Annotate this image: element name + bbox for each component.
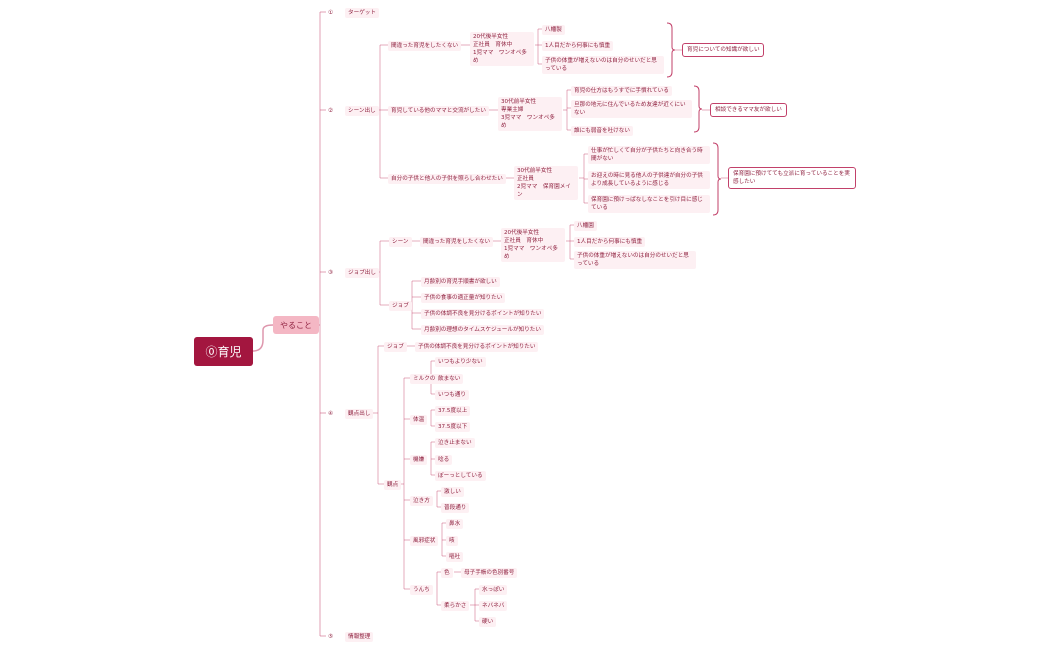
vp-temp-item-1[interactable]: 37.5度以上 (435, 406, 471, 416)
scene-1-item-2[interactable]: 1人目だから何事にも慎重 (542, 41, 614, 51)
jobs-item-2[interactable]: 子供の食事の適正量が知りたい (421, 293, 506, 303)
scene-1-node[interactable]: 間違った育児をしたくない (388, 41, 462, 51)
jobs-item-4[interactable]: 月齢別の理想のタイムスケジュールが知りたい (421, 325, 544, 335)
scene-3-item-1[interactable]: 仕事が忙しくて自分が子供たちと向き合う時間がない (588, 146, 710, 164)
section-1-number: ① (328, 10, 334, 16)
bracket (666, 22, 676, 78)
scene-3-item-2[interactable]: お迎えの時に見る他人の子供達が自分の子供より成長しているように感じる (588, 171, 710, 189)
section-2-number: ② (328, 108, 334, 114)
vp-milk-item-3[interactable]: いつも通り (435, 390, 469, 400)
vp-unchi-soft-item-1[interactable]: 水っぽい (479, 585, 508, 595)
vp-cold-item-2[interactable]: 咳 (446, 536, 458, 546)
vp-cry-item-2[interactable]: 普段通り (441, 503, 470, 513)
section-5-number: ⑤ (328, 634, 334, 640)
vp-mood-item-2[interactable]: 唸る (435, 455, 453, 465)
scene-3-node[interactable]: 自分の子供と他人の子供を照らし合わせたい (388, 174, 506, 184)
scene-2-item-1[interactable]: 育児の仕方はもうすでに手慣れている (571, 86, 672, 96)
vp-group-temp[interactable]: 体温 (410, 415, 428, 425)
vp-unchi-soft-item-3[interactable]: 硬い (479, 617, 497, 627)
vp-mood-item-3[interactable]: ぼーっとしている (435, 471, 486, 481)
vp-cry-item-1[interactable]: 激しい (441, 487, 464, 497)
section-5-node[interactable]: 情報整理 (345, 632, 374, 642)
scene-1-item-3[interactable]: 子供の体重が増えないのは自分のせいだと思っている (542, 56, 664, 74)
scene-2-node[interactable]: 育児している他のママと交流がしたい (388, 106, 489, 116)
main-topic-node[interactable]: やること (273, 316, 319, 334)
connector (252, 324, 274, 352)
vp-group-cold[interactable]: 風邪症状 (410, 536, 439, 546)
scene-3-item-3[interactable]: 保育園に預けっぱなしなことを引け目に感じている (588, 195, 710, 213)
job-item-2[interactable]: 1人目だから何事にも慎重 (574, 237, 646, 247)
vp-group-cry[interactable]: 泣き方 (410, 496, 433, 506)
vp-unchi-color[interactable]: 色 (441, 568, 453, 578)
bracket (693, 85, 703, 133)
vp-unchi-soft[interactable]: 柔らかさ (441, 601, 470, 611)
section-4-node[interactable]: 観点出し (345, 409, 374, 419)
jobs-item-1[interactable]: 月齢別の育児手順書が欲しい (421, 277, 500, 287)
vp-milk-item-2[interactable]: 飲まない (435, 374, 464, 384)
scene-2-item-3[interactable]: 誰にも弱音を吐けない (571, 126, 633, 136)
section-3-node[interactable]: ジョブ出し (345, 268, 379, 278)
scene-3-need[interactable]: 保育園に預けてても立派に育っていることを実感したい (728, 167, 856, 189)
section-1-node[interactable]: ターゲット (345, 8, 379, 18)
scene-2-need[interactable]: 相談できるママ友が欲しい (710, 103, 787, 117)
vp-cold-item-1[interactable]: 鼻水 (446, 519, 464, 529)
scene-2-item-2[interactable]: 旦那の地元に住んでいるため友達が近くにいない (571, 100, 692, 118)
vp-group-mood[interactable]: 機嫌 (410, 455, 428, 465)
scene-1-need[interactable]: 育児についての知識が欲しい (682, 43, 764, 57)
job-item-3[interactable]: 子供の体重が増えないのは自分のせいだと思っている (574, 251, 696, 269)
scene-2-persona[interactable]: 30代前半女性 専業主婦 3児ママ ワンオペ多め (498, 97, 562, 131)
job-persona[interactable]: 20代後半女性 正社員 育休中 1児ママ ワンオペ多め (501, 228, 565, 262)
job-scene-title[interactable]: 間違った育児をしたくない (420, 237, 494, 247)
vp-viewpoint-label[interactable]: 観点 (384, 480, 402, 490)
job-item-1[interactable]: 八幡園 (574, 221, 597, 231)
vp-unchi-color-item[interactable]: 母子手帳の色別番号 (461, 568, 518, 578)
vp-job-item[interactable]: 子供の体調不良を見分けるポイントが知りたい (415, 342, 539, 352)
vp-group-milk[interactable]: ミルクの飲む量 (410, 374, 456, 384)
scene-1-item-1[interactable]: 八幡製 (542, 25, 565, 35)
vp-job-label[interactable]: ジョブ (384, 342, 407, 352)
scene-3-persona[interactable]: 30代前半女性 正社員 2児ママ 保育園メイン (514, 166, 578, 200)
jobs-item-3[interactable]: 子供の体調不良を見分けるポイントが知りたい (421, 309, 545, 319)
vp-cold-item-3[interactable]: 嘔吐 (446, 552, 464, 562)
vp-unchi-soft-item-2[interactable]: ネバネバ (479, 601, 508, 611)
root-node[interactable]: ⓪育児 (194, 337, 253, 366)
vp-temp-item-2[interactable]: 37.5度以下 (435, 422, 471, 432)
section-2-node[interactable]: シーン出し (345, 106, 379, 116)
bracket (712, 142, 722, 216)
jobs-label[interactable]: ジョブ (389, 301, 412, 311)
job-scene-label[interactable]: シーン (389, 237, 412, 247)
section-4-number: ④ (328, 411, 334, 417)
section-3-number: ③ (328, 270, 334, 276)
scene-1-persona[interactable]: 20代後半女性 正社員 育休中 1児ママ ワンオペ多め (470, 32, 534, 66)
vp-group-unchi[interactable]: うんち (410, 585, 433, 595)
vp-milk-item-1[interactable]: いつもより少ない (435, 357, 486, 367)
vp-mood-item-1[interactable]: 泣き止まない (435, 438, 475, 448)
